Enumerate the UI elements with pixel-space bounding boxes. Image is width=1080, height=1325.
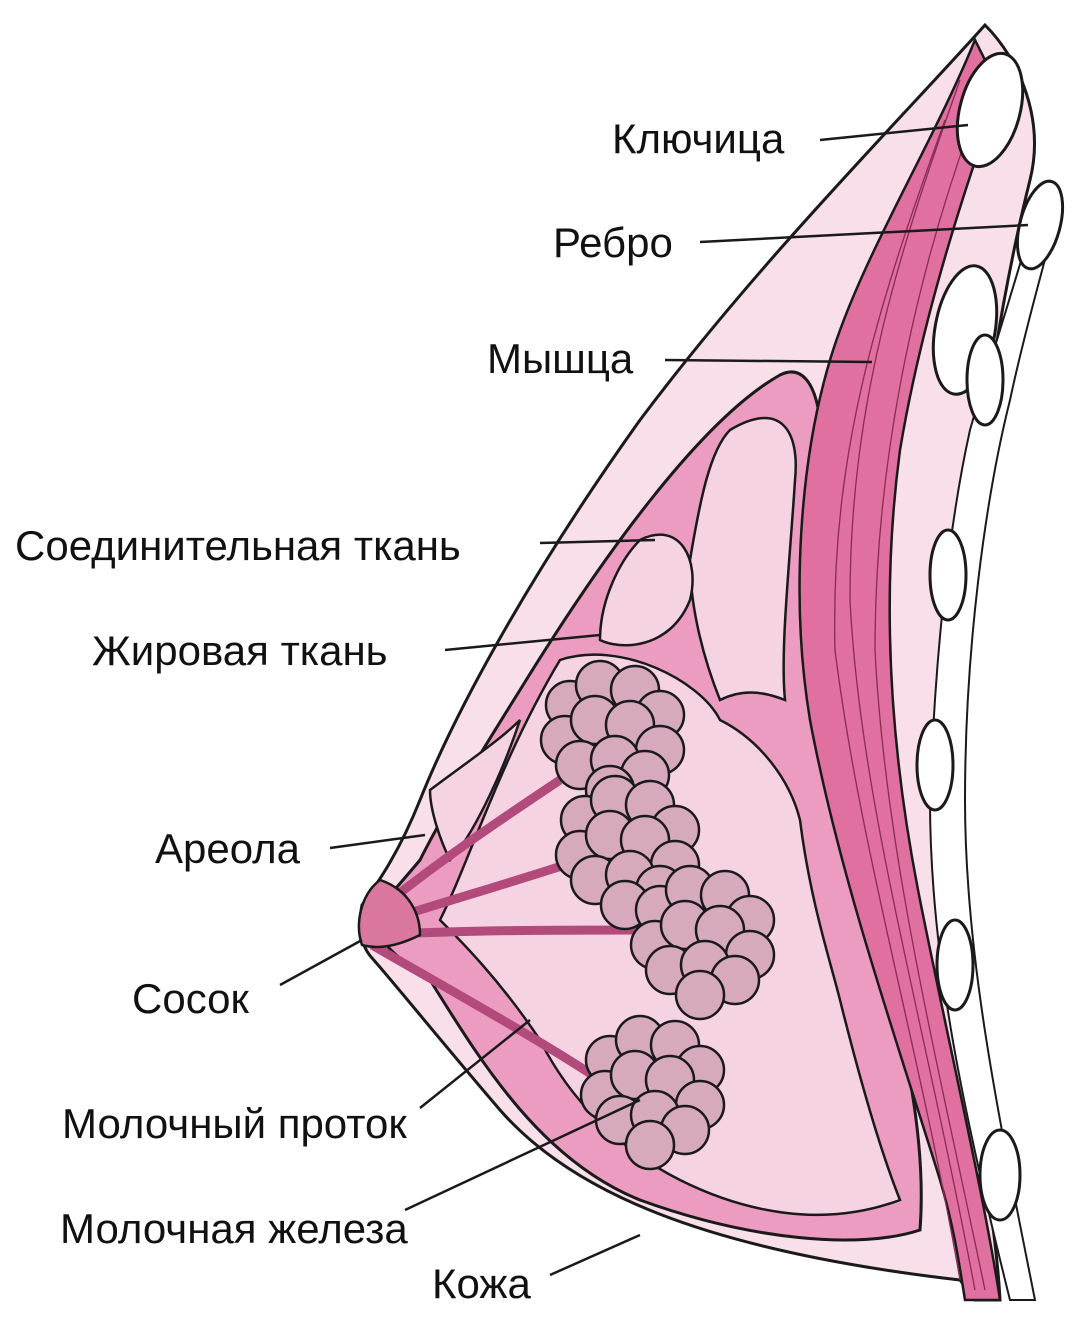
lobule-alveolus bbox=[624, 1119, 676, 1171]
label-muscle: Мышца bbox=[487, 335, 634, 382]
label-rib: Ребро bbox=[553, 219, 673, 266]
label-nipple: Сосок bbox=[132, 975, 249, 1022]
bones bbox=[915, 51, 1065, 1222]
muscle bbox=[798, 36, 1002, 1302]
rib-bone bbox=[1015, 179, 1065, 271]
label-mammary-gland: Молочная железа bbox=[60, 1205, 408, 1252]
label-areola: Ареола bbox=[155, 825, 301, 872]
leader-lines bbox=[279, 123, 1029, 1277]
muscle-fibers bbox=[834, 79, 986, 1291]
label-milk-duct: Молочный проток bbox=[62, 1100, 407, 1147]
lobule-alveolus bbox=[674, 969, 726, 1021]
mammary-lobules bbox=[539, 659, 776, 1171]
rib-cage bbox=[928, 228, 1052, 1301]
label-connective-tissue: Соединительная ткань bbox=[15, 522, 461, 569]
nipple bbox=[357, 878, 422, 949]
label-fat-tissue: Жировая ткань bbox=[92, 627, 388, 674]
label-skin: Кожа bbox=[432, 1260, 531, 1307]
clavicle-bone bbox=[955, 51, 1025, 169]
label-clavicle: Ключица bbox=[612, 115, 785, 162]
